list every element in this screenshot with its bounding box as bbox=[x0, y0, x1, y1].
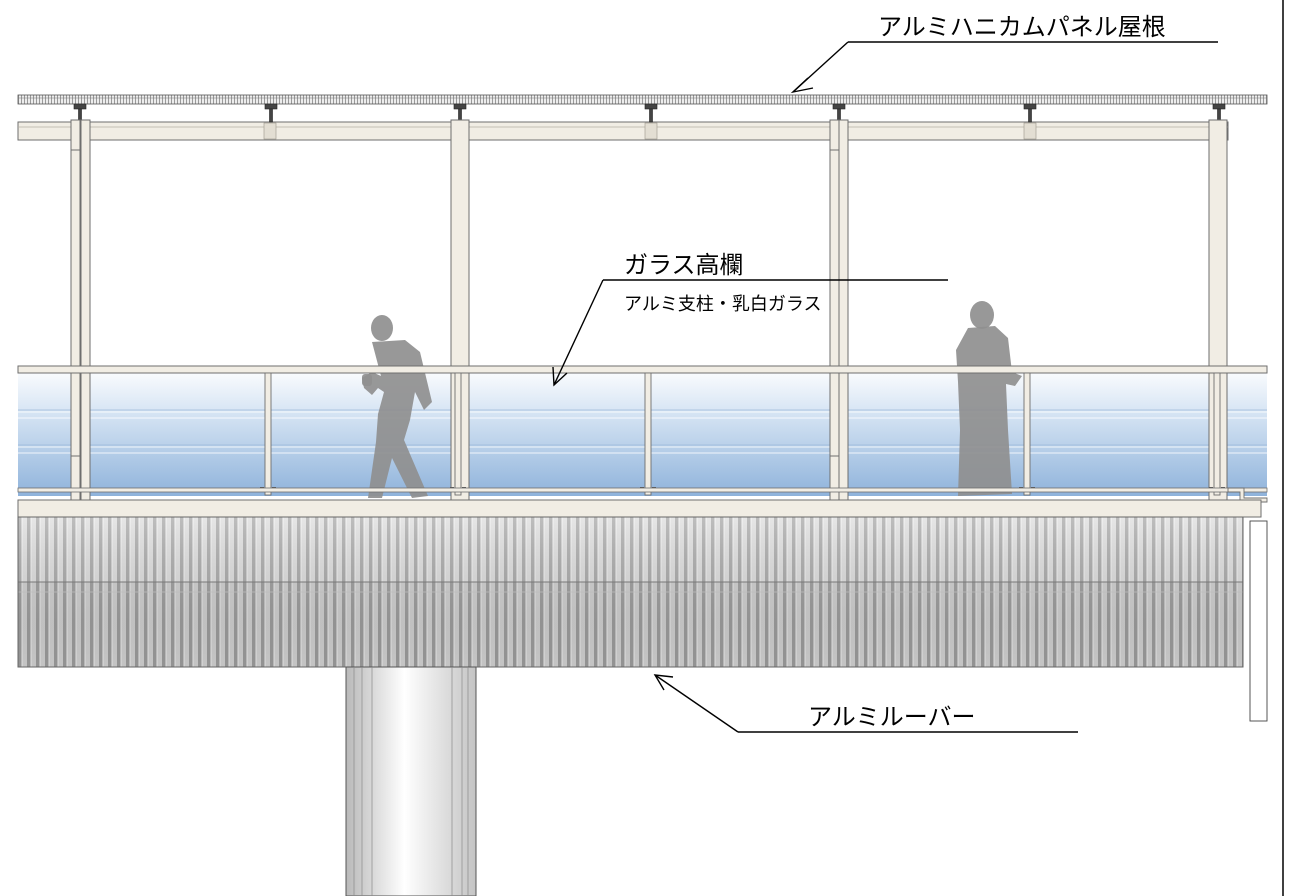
arrow-icon bbox=[653, 674, 674, 691]
pier-column bbox=[345, 666, 477, 896]
leader-roof bbox=[790, 41, 1218, 94]
louver-label: アルミルーバー bbox=[808, 703, 976, 731]
floor-slab bbox=[17, 499, 1262, 518]
handrail bbox=[17, 365, 1268, 374]
railing-subtitle-label: アルミ支柱・乳白ガラス bbox=[624, 294, 822, 315]
arrow-icon bbox=[790, 77, 814, 94]
roof-brackets bbox=[73, 103, 1226, 123]
top-beam bbox=[17, 121, 1229, 141]
person-silhouette-icon bbox=[362, 315, 432, 498]
glass-panel-band bbox=[18, 366, 1267, 496]
base-rail bbox=[17, 487, 1268, 493]
glass-reflection-lines bbox=[18, 411, 1267, 454]
arrow-icon bbox=[552, 366, 568, 387]
roof-label: アルミハニカムパネル屋根 bbox=[878, 13, 1166, 41]
leader-louver bbox=[653, 674, 1078, 733]
column-joints bbox=[71, 149, 839, 457]
leader-railing bbox=[552, 279, 948, 387]
railing-title-label: ガラス高欄 bbox=[624, 251, 744, 279]
railing-posts bbox=[264, 372, 1221, 496]
aluminum-louver bbox=[17, 516, 1244, 668]
right-end-detail bbox=[1227, 487, 1268, 722]
roof-panel bbox=[17, 94, 1268, 105]
